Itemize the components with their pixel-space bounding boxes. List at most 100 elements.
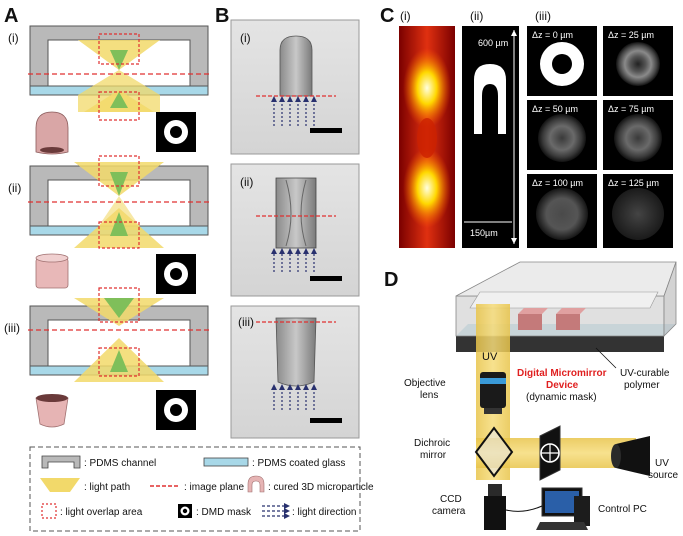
- panel-b-row-ii-label: (ii): [240, 175, 253, 189]
- scale-bar: [310, 128, 342, 133]
- ccd-camera: [484, 496, 506, 530]
- legend-light-path: : light path: [84, 482, 130, 493]
- panel-c-letter: C: [380, 5, 394, 27]
- arrow-heads: [271, 96, 317, 102]
- dmd-label-2: Device: [546, 380, 579, 391]
- panel-b-row-i-label: (i): [240, 31, 251, 45]
- dz-label-3: Δz = 75 µm: [608, 104, 654, 114]
- overlap-lower: [110, 92, 128, 108]
- microparticle-icon: [35, 397, 69, 428]
- dichroic-label-2: mirror: [420, 450, 447, 461]
- overlap-lower: [110, 212, 128, 236]
- panel-c-sub-i: (i): [400, 9, 411, 23]
- dz-label-5: Δz = 125 µm: [608, 178, 659, 188]
- uv-label: UV: [482, 351, 498, 363]
- pc-label: Control PC: [598, 504, 647, 515]
- dimension-height-label: 600 µm: [478, 38, 508, 48]
- overlap-box-lower: [98, 221, 140, 249]
- dz-label-1: Δz = 25 µm: [608, 30, 654, 40]
- overlap-box-upper: [98, 155, 140, 187]
- dmd-mask-hole: [170, 126, 182, 138]
- source-label-1: UV: [655, 458, 669, 469]
- legend-overlap-area: : light overlap area: [60, 507, 143, 518]
- microparticle-top: [36, 394, 68, 402]
- panel-a-row-ii-label: (ii): [8, 181, 21, 195]
- panel-b-row-iii-label: (iii): [238, 315, 254, 329]
- dz-cell-5: Δz = 125 µm: [603, 174, 673, 248]
- panel-d-letter: D: [384, 269, 398, 291]
- arrow-heads: [271, 248, 317, 254]
- scale-bar: [310, 418, 342, 423]
- dz-label-4: Δz = 100 µm: [532, 178, 583, 188]
- particle-shape: [279, 35, 313, 97]
- microparticle-icon: [35, 257, 69, 289]
- microparticle-top: [35, 253, 69, 263]
- cured-particle-top: [556, 308, 586, 314]
- particle-shape: [275, 177, 317, 249]
- objective-label-1: Objective: [404, 378, 446, 389]
- intensity-heatmap: [399, 26, 455, 248]
- cured-particle: [556, 314, 580, 330]
- microparticle-icon: [35, 111, 69, 155]
- legend-coated-glass: : PDMS coated glass: [252, 458, 345, 469]
- legend-dmd-mask: : DMD mask: [196, 507, 252, 518]
- dmd-mask-legend-hole: [182, 508, 188, 514]
- legend-cured-particle: : cured 3D microparticle: [268, 482, 374, 493]
- overlap-box-upper: [98, 287, 140, 323]
- panel-a-row-iii: (iii): [4, 287, 212, 430]
- dichroic-label-1: Dichroic: [414, 438, 450, 449]
- scale-bar: [310, 276, 342, 281]
- overlap-lower: [110, 350, 128, 372]
- dmd-label-1: Digital Micromirror: [517, 368, 607, 379]
- dz-label-2: Δz = 50 µm: [532, 104, 578, 114]
- light-path-icon: [40, 478, 80, 492]
- panel-a-row-i-label: (i): [8, 31, 19, 45]
- binarized-profile: 600 µm 150µm: [462, 26, 519, 248]
- objective-label-2: lens: [420, 390, 438, 401]
- microparticle-hole: [40, 147, 64, 153]
- legend-frame: [29, 446, 361, 532]
- polymer-label-2: polymer: [624, 380, 660, 391]
- light-direction-icon: [262, 505, 284, 517]
- light-direction-arrows: [273, 100, 315, 126]
- dmd-label-3: (dynamic mask): [526, 392, 597, 403]
- pdms-channel-icon: [41, 455, 81, 469]
- dz-cell-1: Δz = 25 µm: [603, 26, 673, 96]
- dz-cell-3: Δz = 75 µm: [603, 100, 673, 170]
- overlap-upper: [110, 172, 128, 196]
- overlap-upper: [110, 50, 128, 70]
- panel-c-sub-iii: (iii): [535, 9, 551, 23]
- panel-a-row-ii: (ii): [8, 155, 212, 294]
- polymer-leader: [595, 347, 617, 369]
- panel-b-photo-ii: (ii): [230, 163, 360, 297]
- dz-cross-sections: Δz = 0 µm Δz = 25 µm Δz = 50 µm Δz = 75 …: [527, 26, 673, 248]
- panel-c-sub-ii: (ii): [470, 9, 483, 23]
- dz-label-0: Δz = 0 µm: [532, 30, 573, 40]
- dichroic-mirror: [474, 426, 514, 478]
- overlap-box-lower: [98, 91, 140, 121]
- panel-b-photo-iii: (iii): [230, 305, 360, 439]
- source-label-2: source: [648, 470, 678, 481]
- panel-b-letter: B: [215, 5, 229, 27]
- ccd-lens: [488, 484, 502, 496]
- arrow-heads: [271, 384, 317, 390]
- particle-inner: [285, 179, 307, 247]
- panel-b-photo-i: (i): [230, 19, 360, 155]
- control-pc: [536, 487, 590, 530]
- overlap-box-upper: [98, 33, 140, 65]
- panel-a-row-i: (i): [8, 25, 212, 155]
- overlap-area-icon: [41, 503, 57, 519]
- cured-particle-icon: [247, 475, 265, 493]
- dmd-device: [539, 425, 561, 481]
- objective-lens: [480, 372, 506, 414]
- light-direction-arrows: [273, 252, 315, 272]
- dz-cell-2: Δz = 50 µm: [527, 100, 597, 170]
- overlap-box-lower: [98, 347, 140, 377]
- dimension-width-label: 150µm: [470, 228, 498, 238]
- legend: : PDMS channel : PDMS coated glass : lig…: [29, 446, 374, 532]
- uv-source: [611, 436, 650, 476]
- cured-particle-top: [518, 308, 548, 314]
- ccd-label-1: CCD: [440, 494, 462, 505]
- dz-cell-4: Δz = 100 µm: [527, 174, 597, 248]
